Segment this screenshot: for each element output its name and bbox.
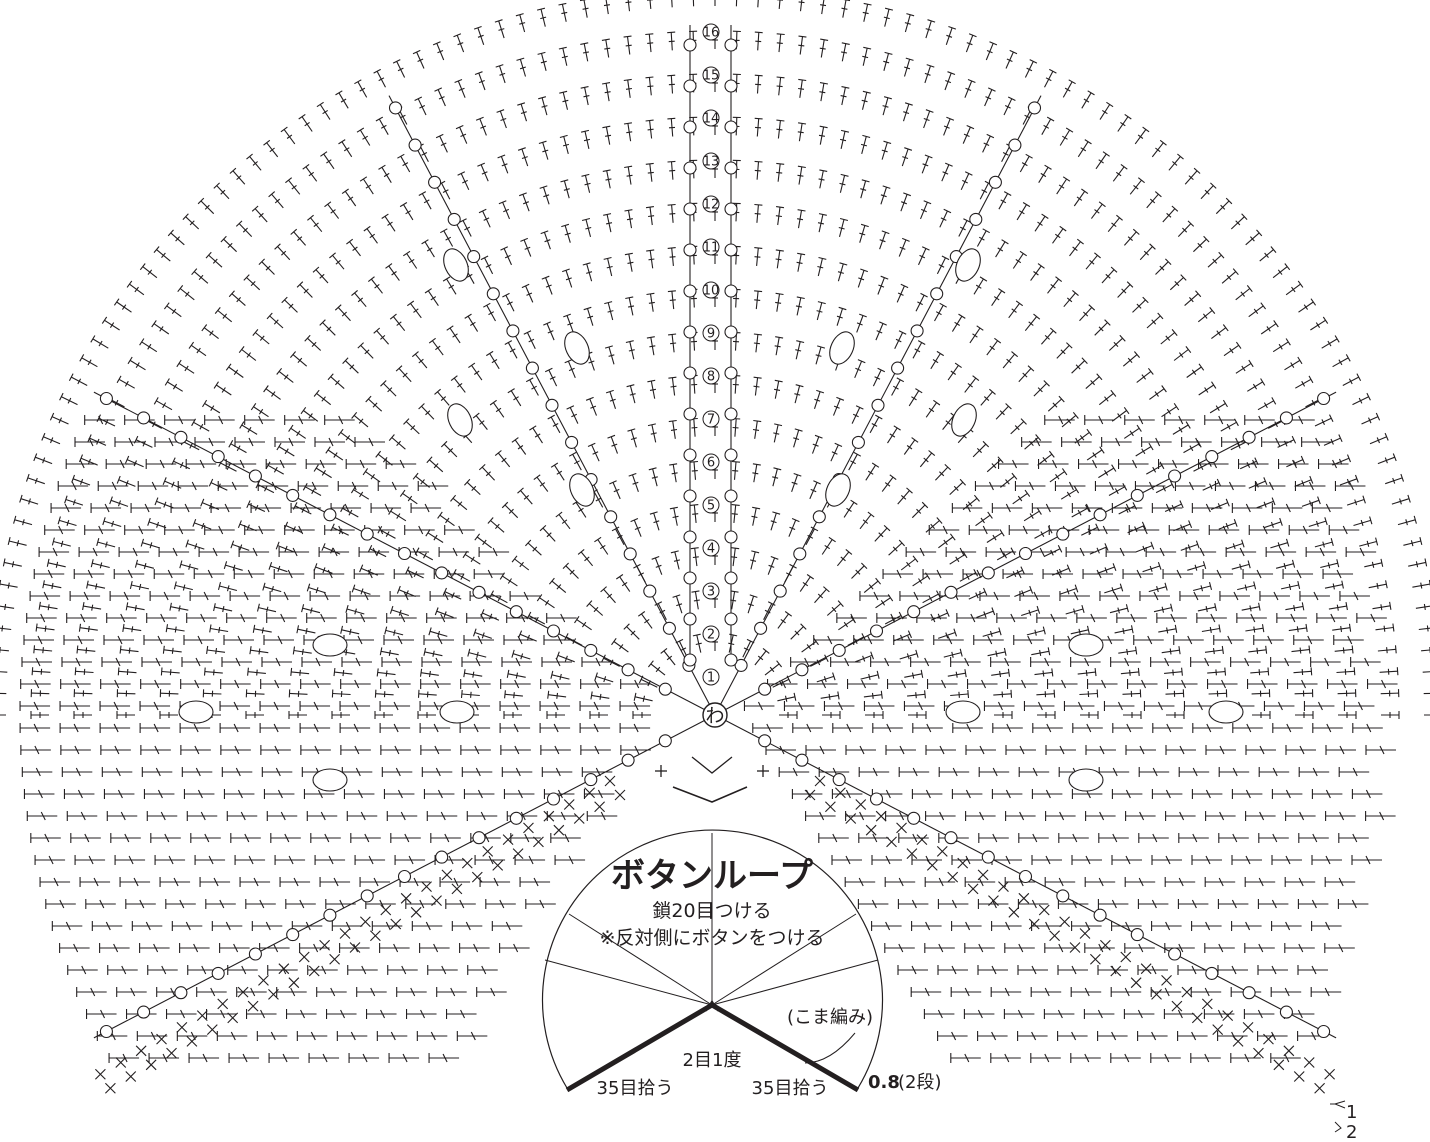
row-number: 11 bbox=[703, 241, 720, 256]
row-number: 1 bbox=[707, 671, 715, 686]
center-ring: わ bbox=[703, 703, 727, 727]
row-number: 10 bbox=[703, 284, 720, 299]
button-loop-mark bbox=[655, 757, 769, 802]
inset-title: ボタンループ bbox=[611, 856, 813, 896]
inset-decrease-note: 2目1度 bbox=[683, 1050, 742, 1071]
inset-line-1: 鎖20目つける bbox=[652, 900, 771, 922]
edge-row-1: 1 bbox=[1346, 1102, 1357, 1123]
edge-row-2: 2 bbox=[1346, 1122, 1357, 1142]
row-number: 6 bbox=[707, 456, 715, 471]
row-number: 12 bbox=[703, 198, 720, 213]
row-number: 13 bbox=[703, 155, 720, 170]
edge-row-indicators: 1 2 bbox=[1330, 1101, 1357, 1142]
row-number: 15 bbox=[703, 69, 720, 84]
row-number: 16 bbox=[703, 26, 720, 41]
row-number: 4 bbox=[707, 542, 715, 557]
inset-pickup-left: 35目拾う bbox=[597, 1078, 674, 1099]
row-number: 7 bbox=[707, 413, 715, 428]
inset-pickup-right: 35目拾う bbox=[752, 1078, 829, 1099]
row-number: 14 bbox=[703, 112, 720, 127]
inset-detail: ボタンループ 鎖20目つける ※反対側にボタンをつける (こま編み) 2目1度 … bbox=[543, 830, 942, 1099]
row-number: 2 bbox=[707, 628, 715, 643]
inset-band-size: 0.8 bbox=[868, 1072, 900, 1093]
inset-line-2: ※反対側にボタンをつける bbox=[600, 927, 825, 949]
inset-band-rows: (2段) bbox=[898, 1072, 942, 1093]
row-number: 8 bbox=[707, 370, 715, 385]
inset-stitch-note: (こま編み) bbox=[787, 1007, 873, 1028]
row-number: 3 bbox=[707, 585, 715, 600]
center-ring-label: わ bbox=[705, 705, 724, 727]
row-number: 9 bbox=[707, 327, 715, 342]
row-number: 5 bbox=[707, 499, 715, 514]
